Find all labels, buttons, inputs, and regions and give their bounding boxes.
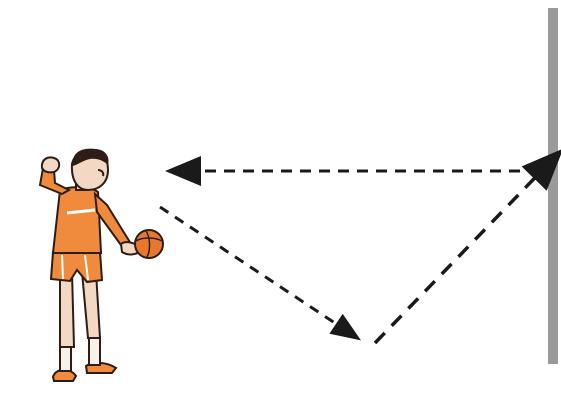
ball: [135, 230, 163, 258]
wall: [548, 8, 558, 364]
path-to-floor-arrow: [160, 207, 356, 337]
path-to-wall-arrow: [375, 156, 556, 343]
player-figure: [40, 149, 142, 381]
